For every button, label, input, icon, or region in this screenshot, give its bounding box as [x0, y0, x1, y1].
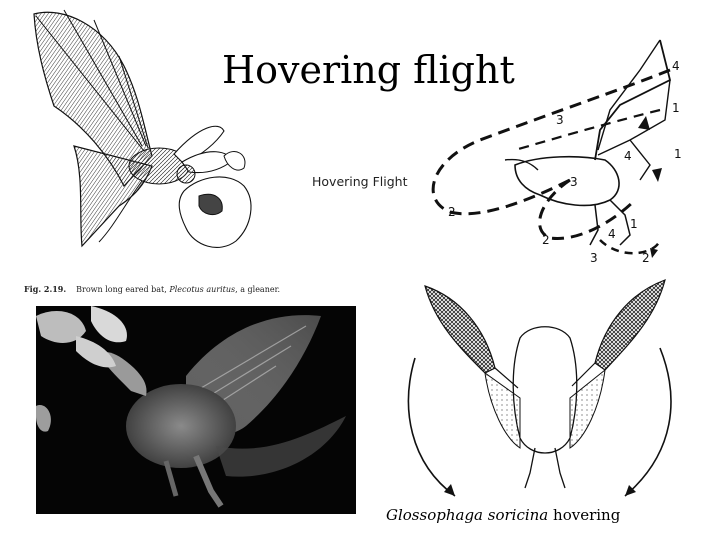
hovering-bat-photo: [36, 306, 356, 514]
stroke-number: 3: [590, 251, 598, 265]
stroke-number: 1: [630, 217, 638, 231]
stroke-number: 1: [674, 147, 682, 161]
glossophaga-caption: Glossophaga soricina hovering: [386, 506, 620, 524]
hovering-flight-label: Hovering Flight: [312, 174, 408, 189]
stroke-number: 3: [556, 113, 564, 127]
caption-text: Brown long eared bat,: [76, 285, 167, 294]
caption-hovering: hovering: [548, 506, 621, 524]
figure-caption: Fig. 2.19. Brown long eared bat, Plecotus…: [24, 284, 280, 294]
stroke-number: 1: [672, 101, 680, 115]
stroke-number: 4: [672, 59, 680, 73]
caption-text-end: , a gleaner.: [235, 285, 281, 294]
figure-number: Fig. 2.19.: [24, 284, 67, 294]
slide-title: Hovering flight: [222, 48, 515, 92]
caption-species-name: Glossophaga soricina: [386, 506, 549, 524]
glossophaga-wing-diagram: [407, 279, 672, 497]
stroke-number: 2: [542, 233, 550, 247]
bat-engraving-illustration: [33, 9, 252, 248]
stroke-number: 3: [570, 175, 578, 189]
stroke-number: 2: [448, 205, 456, 219]
stroke-number: 2: [642, 251, 650, 265]
stroke-number: 4: [608, 227, 616, 241]
caption-species: Plecotus auritus: [169, 285, 236, 294]
stroke-number: 4: [624, 149, 632, 163]
wingstroke-diagram: 4 1 3 4 1 3 2 2 4 1 3 2: [431, 39, 682, 265]
